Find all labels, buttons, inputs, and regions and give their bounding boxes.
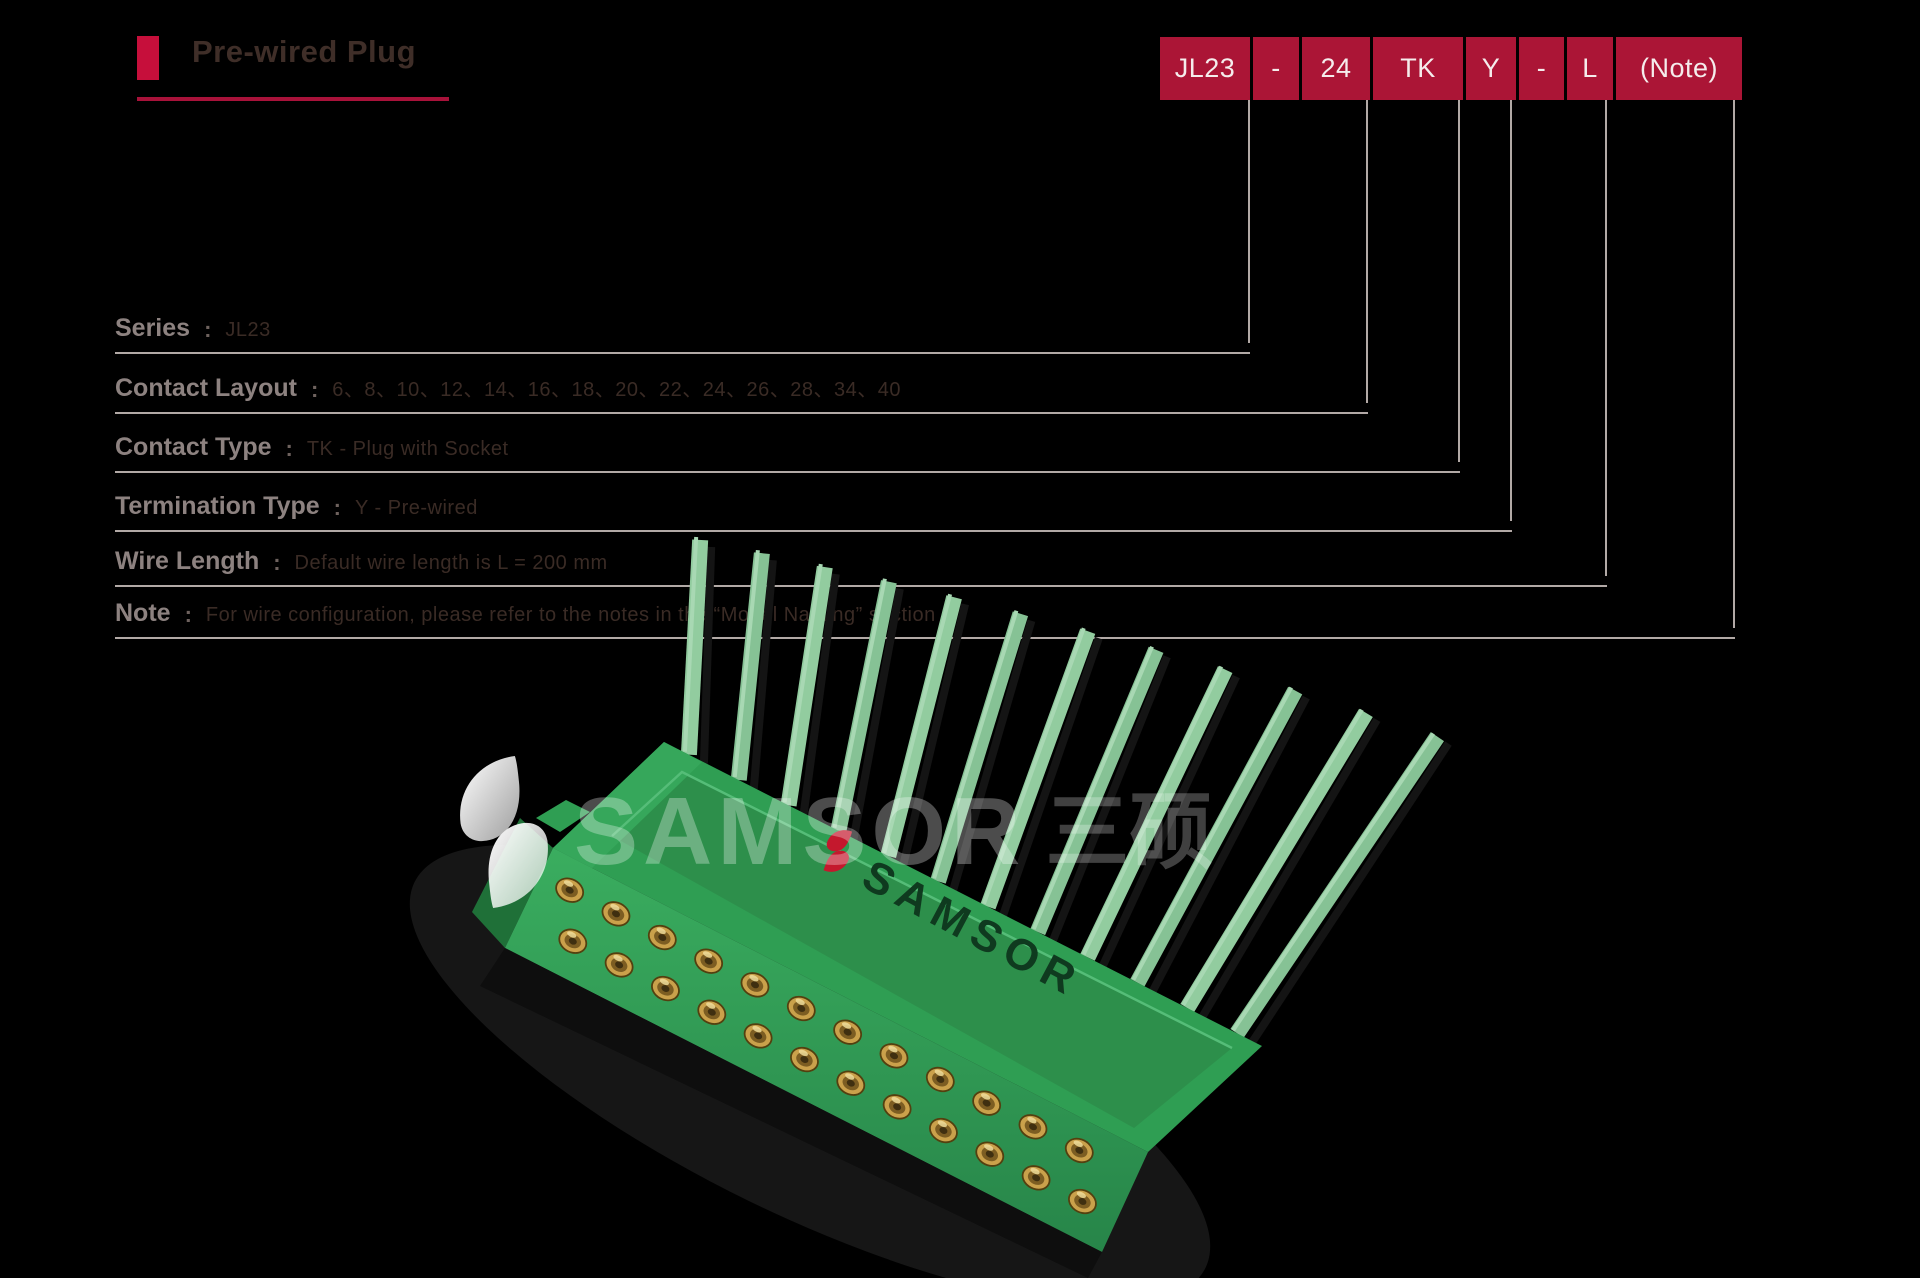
connector-line-series [1248,100,1250,343]
body-left-step [553,742,702,868]
recess-highlight [611,770,1233,1050]
contact-pin [879,1043,909,1069]
connector-line-note [1733,100,1735,628]
spec-row-termination-type: Termination Type: Y - Pre-wired [115,476,1512,532]
spec-colon: : [184,602,192,627]
contact-pin [882,1094,912,1120]
spec-label: Note [115,599,171,627]
spec-value: Y - Pre-wired [354,497,478,519]
contact-pin [1021,1165,1051,1191]
contact-pin [651,975,680,1002]
contact-pin [694,948,724,974]
contact-pin [697,999,727,1025]
connector-line-contact-type [1458,100,1460,462]
contact-pin [740,972,770,998]
contact-pin [929,1117,958,1144]
spec-row-series: Series: JL23 [115,298,1250,354]
contact-pin [647,924,677,951]
contact-pin [790,1046,819,1073]
contact-pin [975,1141,1005,1167]
model-seg-layout: 24 [1302,37,1370,100]
title-accent-bar [137,36,159,80]
spec-row-wire-length: Wire Length: Default wire length is L = … [115,531,1607,587]
contact-pin [555,877,585,903]
model-seg-note: (Note) [1616,37,1742,100]
contact-pin [1064,1137,1094,1164]
spec-value: TK - Plug with Socket [306,438,509,460]
brand-logo-icon [823,830,853,872]
ribbon-wires [680,536,1452,1045]
contact-pin [558,928,588,954]
spec-row-contact-type: Contact Type: TK - Plug with Socket [115,417,1460,473]
spec-colon: : [285,436,293,461]
spec-label: Series [115,314,191,342]
model-seg-dash1: - [1253,37,1299,100]
spec-value: Default wire length is L = 200 mm [294,552,608,574]
model-seg-contact-type: TK [1373,37,1463,100]
contact-pin [972,1090,1002,1116]
contact-pin [836,1070,866,1096]
contact-pin [1068,1188,1097,1215]
contact-pin [925,1066,955,1093]
spec-colon: : [204,317,212,342]
contact-pin [833,1019,863,1045]
body-bottom-shadow [480,948,1102,1278]
title-underline [137,97,449,101]
page-title: Pre-wired Plug [192,34,417,69]
model-seg-dash2: - [1519,37,1564,100]
gold-contacts [555,877,1097,1215]
contact-pin [786,995,816,1022]
model-code: JL23 - 24 TK Y - L (Note) [1160,37,1742,100]
spec-colon: : [333,495,341,520]
contact-pin [601,901,631,927]
contact-pin [604,952,634,978]
contact-pin [1018,1114,1048,1140]
spec-label: Termination Type [115,492,320,520]
connector-line-wire-length [1605,100,1607,576]
spec-colon: : [310,377,319,402]
spec-value: JL23 [225,319,271,341]
model-seg-series: JL23 [1160,37,1250,100]
connector-body: SAMSOR [472,742,1262,1278]
spec-colon: : [273,550,281,575]
spec-label: Wire Length [115,547,260,575]
model-seg-termination: Y [1466,37,1516,100]
connector-line-layout [1366,100,1368,403]
spec-label: Contact Type [115,433,272,461]
connector-line-termination [1510,100,1512,521]
body-left-tab [536,800,590,832]
body-top-recess [612,772,1232,1128]
contact-pin [743,1023,773,1049]
spec-value: 6、8、10、12、14、16、18、20、22、24、26、28、34、40 [332,379,901,401]
spec-label: Contact Layout [115,374,297,402]
model-seg-wire-length: L [1567,37,1613,100]
spec-row-contact-layout: Contact Layout: 6、8、10、12、14、16、18、20、22… [115,358,1368,414]
